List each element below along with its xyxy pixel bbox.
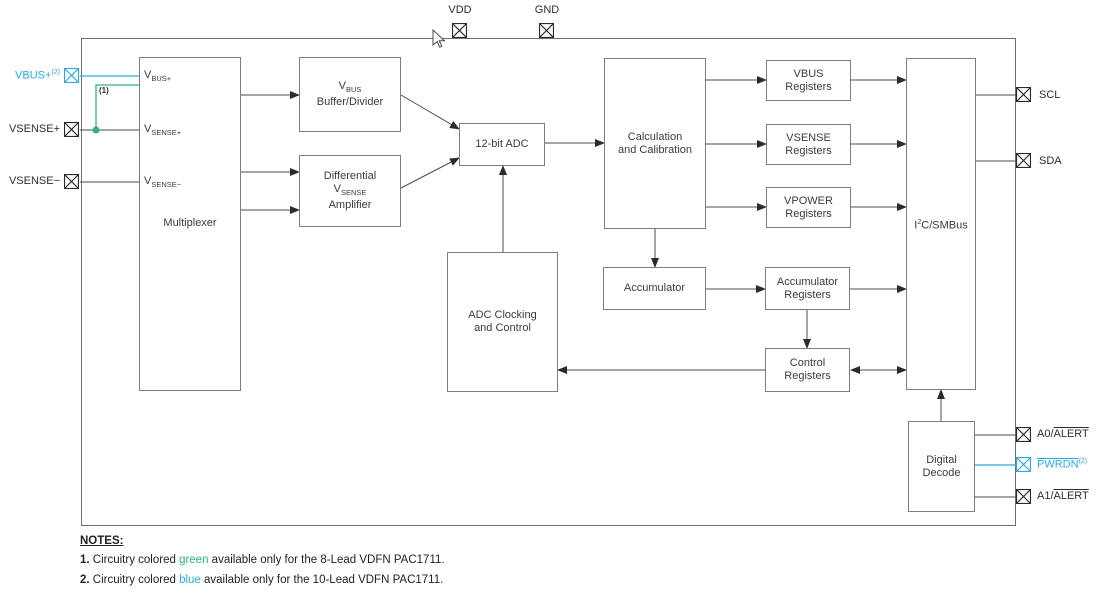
junction-dot (92, 126, 100, 134)
pwrdn-pin (1016, 457, 1031, 472)
block-digital-decode: Digital Decode (908, 421, 975, 512)
a1-alert-pin (1016, 489, 1031, 504)
note-1: 1. Circuitry colored green available onl… (80, 554, 445, 566)
block-control-registers: Control Registers (765, 348, 850, 392)
vsense-plus-label: VSENSE+ (8, 123, 60, 135)
note-2: 2. Circuitry colored blue available only… (80, 574, 444, 586)
notes-heading: NOTES: (80, 535, 124, 547)
block-accumulator: Accumulator (603, 267, 706, 310)
vbus-plus-pin (64, 68, 79, 83)
wire-note-1: (1) (99, 86, 109, 95)
mux-input-vbus: VBUS+ (144, 69, 172, 84)
sda-label: SDA (1039, 155, 1062, 167)
block-vbus-registers: VBUS Registers (766, 60, 851, 101)
block-i2c-smbus: I2C/SMBus (906, 58, 976, 390)
block-calculation-calibration: Calculation and Calibration (604, 58, 706, 229)
vdd-pin (452, 23, 467, 38)
block-12bit-adc: 12-bit ADC (459, 123, 545, 166)
scl-label: SCL (1039, 89, 1061, 101)
a0-alert-label: A0/ALERT (1037, 428, 1089, 440)
block-differential-vsense-amplifier: Differential VSENSE Amplifier (299, 155, 401, 227)
mux-input-vsense-minus: VSENSE− (144, 175, 182, 190)
mux-input-vsense-plus: VSENSE+ (144, 123, 182, 138)
vdd-label: VDD (448, 4, 472, 16)
gnd-label: GND (534, 4, 560, 16)
wire-green-vsense-to-vbus-input (95, 84, 139, 130)
block-vpower-registers: VPOWER Registers (766, 187, 851, 228)
gnd-pin (539, 23, 554, 38)
block-multiplexer (139, 57, 241, 391)
pwrdn-label: PWRDN(2) (1037, 458, 1088, 471)
wire-vbus-buffer-to-adc (400, 94, 460, 130)
sda-pin (1016, 153, 1031, 168)
scl-pin (1016, 87, 1031, 102)
mux-label: Multiplexer (163, 217, 217, 229)
a1-alert-label: A1/ALERT (1037, 490, 1089, 502)
a0-alert-pin (1016, 427, 1031, 442)
vsense-minus-pin (64, 174, 79, 189)
block-accumulator-registers: Accumulator Registers (765, 267, 850, 310)
mouse-cursor (432, 28, 446, 48)
notes-section: NOTES: 1. Circuitry colored green availa… (80, 535, 445, 594)
vsense-plus-pin (64, 122, 79, 137)
vsense-minus-label: VSENSE− (8, 175, 60, 187)
block-vbus-buffer-divider: VBUS Buffer/Divider (299, 57, 401, 132)
block-vsense-registers: VSENSE Registers (766, 124, 851, 165)
block-adc-clocking-control: ADC Clocking and Control (447, 252, 558, 392)
wire-diffamp-to-adc (400, 157, 460, 189)
vbus-plus-label: VBUS+(2) (15, 69, 60, 82)
